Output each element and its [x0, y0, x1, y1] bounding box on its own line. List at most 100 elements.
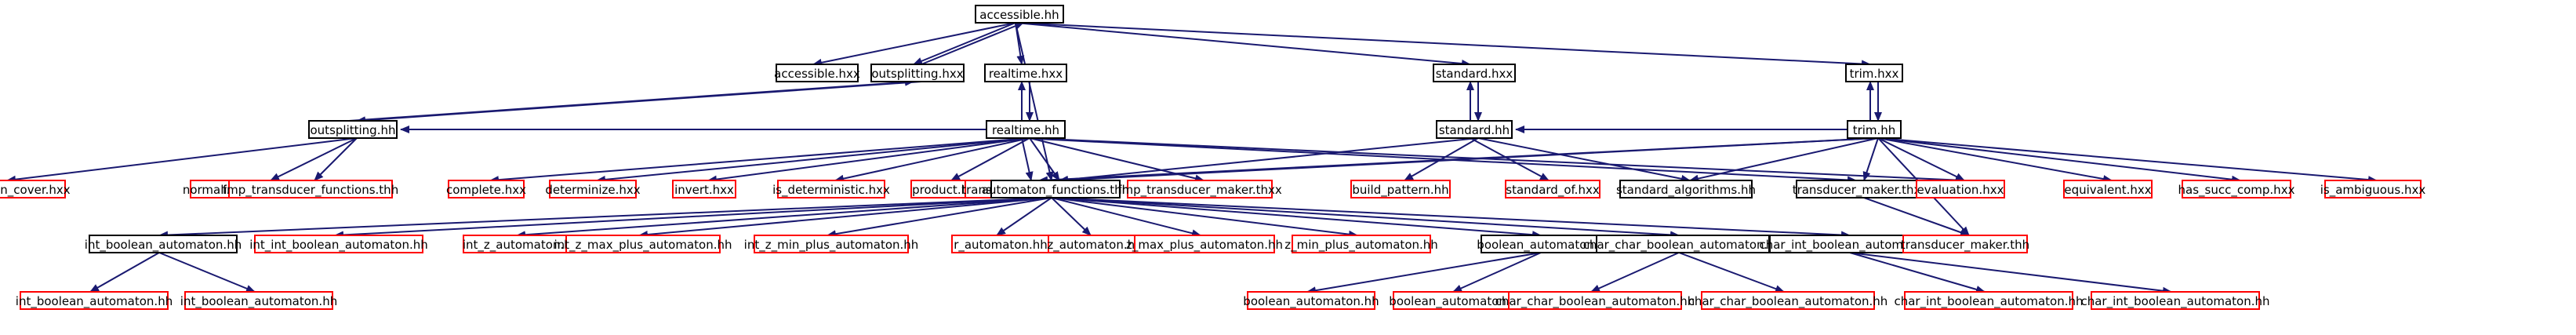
node-box[interactable]	[1902, 235, 2028, 253]
node-box[interactable]	[254, 235, 423, 253]
node-int-int-boolean-automaton-hh[interactable]: int_int_boolean_automaton.hh	[249, 235, 428, 253]
node-accessible-hxx[interactable]: accessible.hxx	[774, 64, 860, 82]
node-transducer-maker-thxx[interactable]: transducer_maker.thxx	[1793, 180, 1928, 198]
node-box[interactable]	[1505, 180, 1600, 198]
node-box[interactable]	[1433, 64, 1516, 82]
node-label: standard.hxx	[1436, 67, 1513, 81]
node-transducer-maker-thh[interactable]: transducer_maker.thh	[1901, 235, 2029, 253]
node-accessible-hh[interactable]: accessible.hh	[975, 5, 1064, 24]
node-composition-cover-hxx[interactable]: composition_cover.hxx	[0, 180, 71, 198]
node-box[interactable]	[1701, 291, 1875, 310]
edge-automaton_functions_thh-to-int_z_max_plus_automaton_hh	[638, 197, 1052, 239]
node-is-deterministic-hxx[interactable]: is_deterministic.hxx	[772, 180, 890, 198]
node-box[interactable]	[184, 291, 333, 310]
node-r-automaton-hh[interactable]: r_automaton.hh	[951, 235, 1050, 253]
node-label: standard.hh	[1439, 123, 1510, 137]
node-box[interactable]	[89, 235, 238, 253]
node-z-max-plus-automaton-hh[interactable]: z_max_plus_automaton.hh	[1126, 235, 1283, 253]
edge-automaton_functions_thh-to-int_int_boolean_automaton_hh	[334, 197, 1052, 239]
node-standard-hxx[interactable]: standard.hxx	[1433, 64, 1516, 82]
node-box[interactable]	[870, 64, 965, 82]
node-char-char-boolean-automaton-hh-2[interactable]: char_char_boolean_automaton.hh	[1495, 291, 1695, 310]
node-z-min-plus-automaton-hh[interactable]: z_min_plus_automaton.hh	[1284, 235, 1438, 253]
node-char-int-boolean-automaton-hh-3[interactable]: char_int_boolean_automaton.hh	[2080, 291, 2270, 310]
node-box[interactable]	[975, 5, 1064, 24]
edge-int_boolean_automaton_hh-to-int_boolean_automaton_hh_3	[158, 252, 256, 293]
node-box[interactable]	[984, 64, 1067, 82]
node-int-z-max-plus-automaton-hh[interactable]: int_z_max_plus_automaton.hh	[554, 235, 732, 253]
edge-trim_hh-to-standard_algorithms_hh	[1689, 137, 1879, 183]
node-box[interactable]	[672, 180, 736, 198]
edge-char_char_boolean_automaton_hh-to-char_char_boolean_automaton_hh_3	[1678, 252, 1785, 293]
node-box[interactable]	[1845, 64, 1903, 82]
node-outsplitting-hh[interactable]: outsplitting.hh	[308, 120, 398, 139]
node-char-char-boolean-automaton-hh-3[interactable]: char_char_boolean_automaton.hh	[1688, 291, 1888, 310]
node-label: char_char_boolean_automaton.hh	[1688, 294, 1888, 309]
node-standard-hh[interactable]: standard.hh	[1436, 120, 1513, 139]
edge-automaton_functions_thh-to-z_automaton_hh	[1051, 197, 1092, 236]
node-box[interactable]	[1292, 235, 1431, 253]
node-box[interactable]	[549, 180, 637, 198]
node-realtime-hh[interactable]: realtime.hh	[986, 120, 1066, 139]
node-box[interactable]	[1619, 180, 1753, 198]
node-automaton-functions-thh[interactable]: automaton_functions.thh	[982, 180, 1129, 198]
node-box[interactable]	[0, 180, 66, 198]
node-box[interactable]	[990, 180, 1121, 198]
node-trim-hxx[interactable]: trim.hxx	[1845, 64, 1903, 82]
node-char-int-boolean-automaton-hh-2[interactable]: char_int_boolean_automaton.hh	[1894, 291, 2084, 310]
node-box[interactable]	[1508, 291, 1682, 310]
node-evaluation-hxx[interactable]: evaluation.hxx	[1916, 180, 2005, 198]
node-boolean-automaton-hh[interactable]: boolean_automaton.hh	[1477, 235, 1613, 253]
node-box[interactable]	[1134, 235, 1275, 253]
node-box[interactable]	[308, 120, 398, 139]
node-box[interactable]	[1350, 180, 1451, 198]
node-box[interactable]	[776, 64, 859, 82]
edge-standard_hh-to-standard_algorithms_hh	[1477, 137, 1691, 183]
node-int-z-automaton-hh[interactable]: int_z_automaton.hh	[463, 235, 579, 253]
node-box[interactable]	[1127, 180, 1273, 198]
node-boolean-automaton-hh-2[interactable]: boolean_automaton.hh	[1243, 291, 1379, 310]
node-int-z-min-plus-automaton-hh[interactable]: int_z_min_plus_automaton.hh	[744, 235, 919, 253]
node-int-boolean-automaton-hh-3[interactable]: int_boolean_automaton.hh	[180, 291, 337, 310]
node-equivalent-hxx[interactable]: equivalent.hxx	[2063, 180, 2153, 198]
node-label: trim.hh	[1853, 123, 1896, 137]
node-box[interactable]	[228, 180, 393, 198]
node-box[interactable]	[2063, 180, 2153, 198]
node-determinize-hxx[interactable]: determinize.hxx	[545, 180, 641, 198]
node-box[interactable]	[2182, 180, 2291, 198]
node-is-ambiguous-hxx[interactable]: is_ambiguous.hxx	[2320, 180, 2426, 198]
node-boolean-automaton-hh-3[interactable]: boolean_automaton.hh	[1389, 291, 1525, 310]
node-standard-of-hxx[interactable]: standard_of.hxx	[1505, 180, 1600, 198]
node-label: equivalent.hxx	[2064, 183, 2151, 197]
node-box[interactable]	[565, 235, 721, 253]
node-box[interactable]	[777, 180, 885, 198]
node-box[interactable]	[1247, 291, 1375, 310]
node-box[interactable]	[2091, 291, 2260, 310]
node-box[interactable]	[986, 120, 1066, 139]
node-box[interactable]	[1847, 120, 1902, 139]
node-char-char-boolean-automaton-hh[interactable]: char_char_boolean_automaton.hh	[1583, 235, 1783, 253]
node-box[interactable]	[1436, 120, 1513, 139]
edge-outsplitting_hh-to-normalized_composition_hxx	[270, 137, 358, 181]
node-box[interactable]	[754, 235, 909, 253]
node-box[interactable]	[20, 291, 169, 310]
edge-automaton_functions_thh-to-r_automaton_hh	[996, 197, 1052, 236]
node-box[interactable]	[448, 180, 525, 198]
node-has-succ-comp-hxx[interactable]: has_succ_comp.hxx	[2178, 180, 2295, 198]
node-build-pattern-hh[interactable]: build_pattern.hh	[1350, 180, 1451, 198]
node-outsplitting-hxx[interactable]: outsplitting.hxx	[870, 64, 965, 82]
node-fmp-transducer-functions-thh[interactable]: fmp_transducer_functions.thh	[223, 180, 398, 198]
node-box[interactable]	[2324, 180, 2422, 198]
node-invert-hxx[interactable]: invert.hxx	[672, 180, 736, 198]
node-int-boolean-automaton-hh-2[interactable]: int_boolean_automaton.hh	[16, 291, 173, 310]
node-box[interactable]	[1916, 180, 2005, 198]
node-box[interactable]	[1904, 291, 2073, 310]
node-int-boolean-automaton-hh[interactable]: int_boolean_automaton.hh	[85, 235, 242, 253]
node-standard-algorithms-hh[interactable]: standard_algorithms.hh	[1616, 180, 1756, 198]
node-trim-hh[interactable]: trim.hh	[1847, 120, 1902, 139]
node-fmp-transducer-maker-thxx[interactable]: fmp_transducer_maker.thxx	[1117, 180, 1282, 198]
node-realtime-hxx[interactable]: realtime.hxx	[984, 64, 1067, 82]
node-complete-hxx[interactable]: complete.hxx	[446, 180, 526, 198]
edge-realtime_hh-to-transducer_maker_thxx	[1021, 137, 1857, 184]
node-label: is_deterministic.hxx	[772, 183, 890, 198]
